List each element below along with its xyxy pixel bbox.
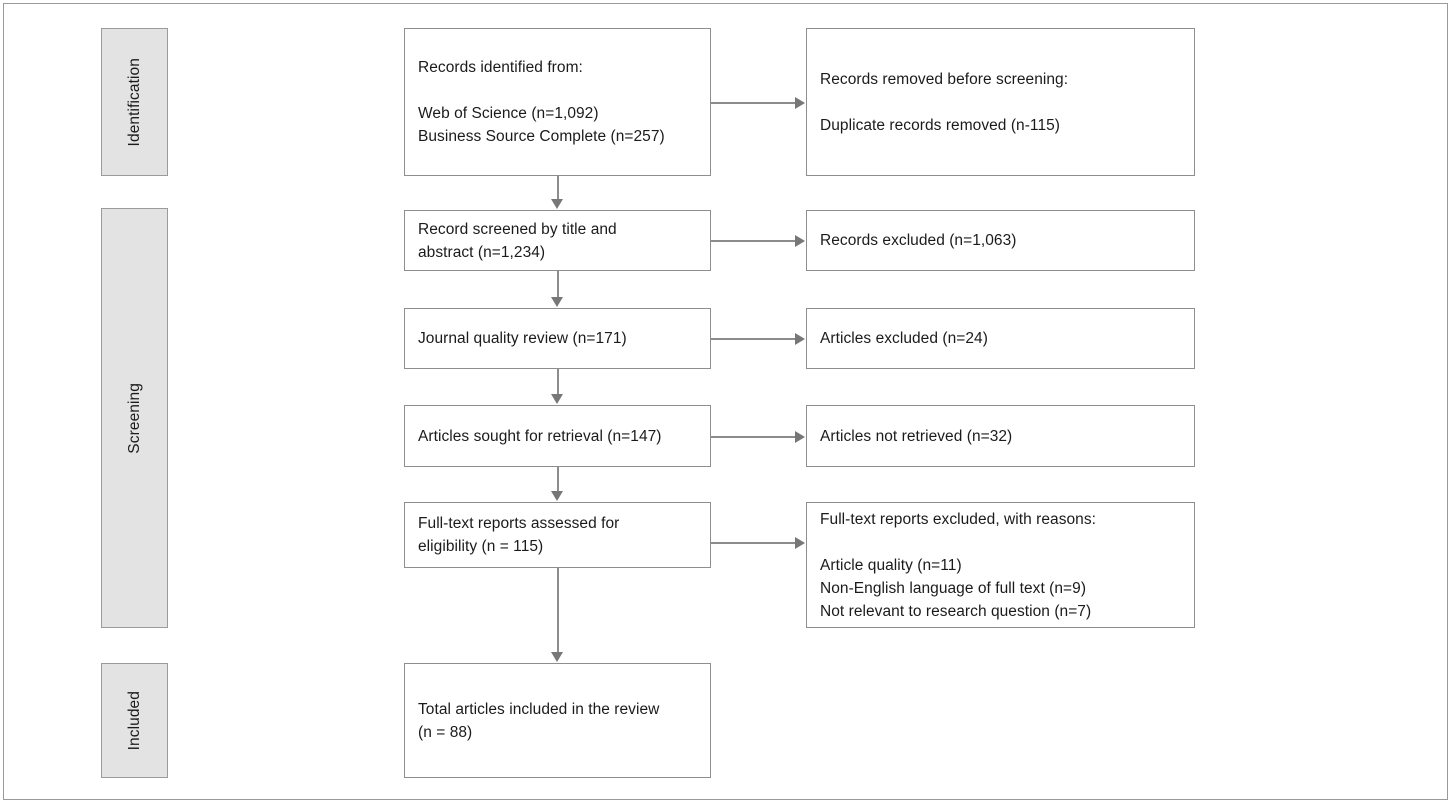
box-records-excluded-text: Records excluded (n=1,063) [820,232,1017,249]
box-articles-sought-text: Articles sought for retrieval (n=147) [418,427,662,445]
connector-fulltext-to-included [557,568,559,653]
box-total-included-text: Total articles included in the review (n… [418,700,660,741]
box-records-removed: Records removed before screening: Duplic… [806,28,1195,176]
box-full-text-assessed-text: Full-text reports assessed for eligibili… [418,515,620,555]
connector-screened-to-excluded [711,240,796,242]
stage-label-screening: Screening [125,382,143,454]
arrowhead-quality-to-articles-excluded [795,333,805,345]
box-records-removed-text: Records removed before screening: Duplic… [820,70,1069,134]
box-articles-excluded-text: Articles excluded (n=24) [820,330,988,347]
box-records-identified-text: Records identified from: Web of Science … [418,59,665,145]
connector-identified-to-removed [711,102,796,104]
arrowhead-quality-to-sought [551,394,563,404]
box-journal-quality-review-text: Journal quality review (n=171) [418,330,627,347]
box-journal-quality-review: Journal quality review (n=171) [404,308,711,369]
arrowhead-screened-to-excluded [795,235,805,247]
connector-quality-to-sought [557,369,559,395]
arrowhead-fulltext-to-included [551,652,563,662]
box-articles-not-retrieved-text: Articles not retrieved (n=32) [820,427,1013,445]
stage-label-included: Included [125,690,143,751]
connector-sought-to-fulltext [557,467,559,492]
arrowhead-sought-to-fulltext [551,491,563,501]
box-records-excluded: Records excluded (n=1,063) [806,210,1195,271]
arrowhead-screened-to-quality [551,297,563,307]
connector-identified-to-screened [557,176,559,200]
stage-band-screening: Screening [101,208,168,628]
arrowhead-sought-to-not-retrieved [795,431,805,443]
box-full-text-assessed: Full-text reports assessed for eligibili… [404,502,711,568]
box-records-screened: Record screened by title and abstract (n… [404,210,711,271]
box-total-included: Total articles included in the review (n… [404,663,711,778]
stage-label-identification: Identification [125,57,143,147]
box-articles-not-retrieved: Articles not retrieved (n=32) [806,405,1195,467]
box-full-text-excluded: Full-text reports excluded, with reasons… [806,502,1195,628]
figure-border [3,3,1448,800]
box-records-identified: Records identified from: Web of Science … [404,28,711,176]
box-records-screened-text: Record screened by title and abstract (n… [418,220,617,261]
connector-sought-to-not-retrieved [711,436,796,438]
box-articles-excluded: Articles excluded (n=24) [806,308,1195,369]
arrowhead-fulltext-to-fulltext-excluded [795,537,805,549]
box-articles-sought: Articles sought for retrieval (n=147) [404,405,711,467]
connector-screened-to-quality [557,271,559,298]
stage-band-identification: Identification [101,28,168,176]
connector-fulltext-to-fulltext-excluded [711,542,796,544]
stage-band-included: Included [101,663,168,778]
box-full-text-excluded-text: Full-text reports excluded, with reasons… [820,510,1097,620]
connector-quality-to-articles-excluded [711,338,796,340]
arrowhead-identified-to-removed [795,97,805,109]
arrowhead-identified-to-screened [551,199,563,209]
